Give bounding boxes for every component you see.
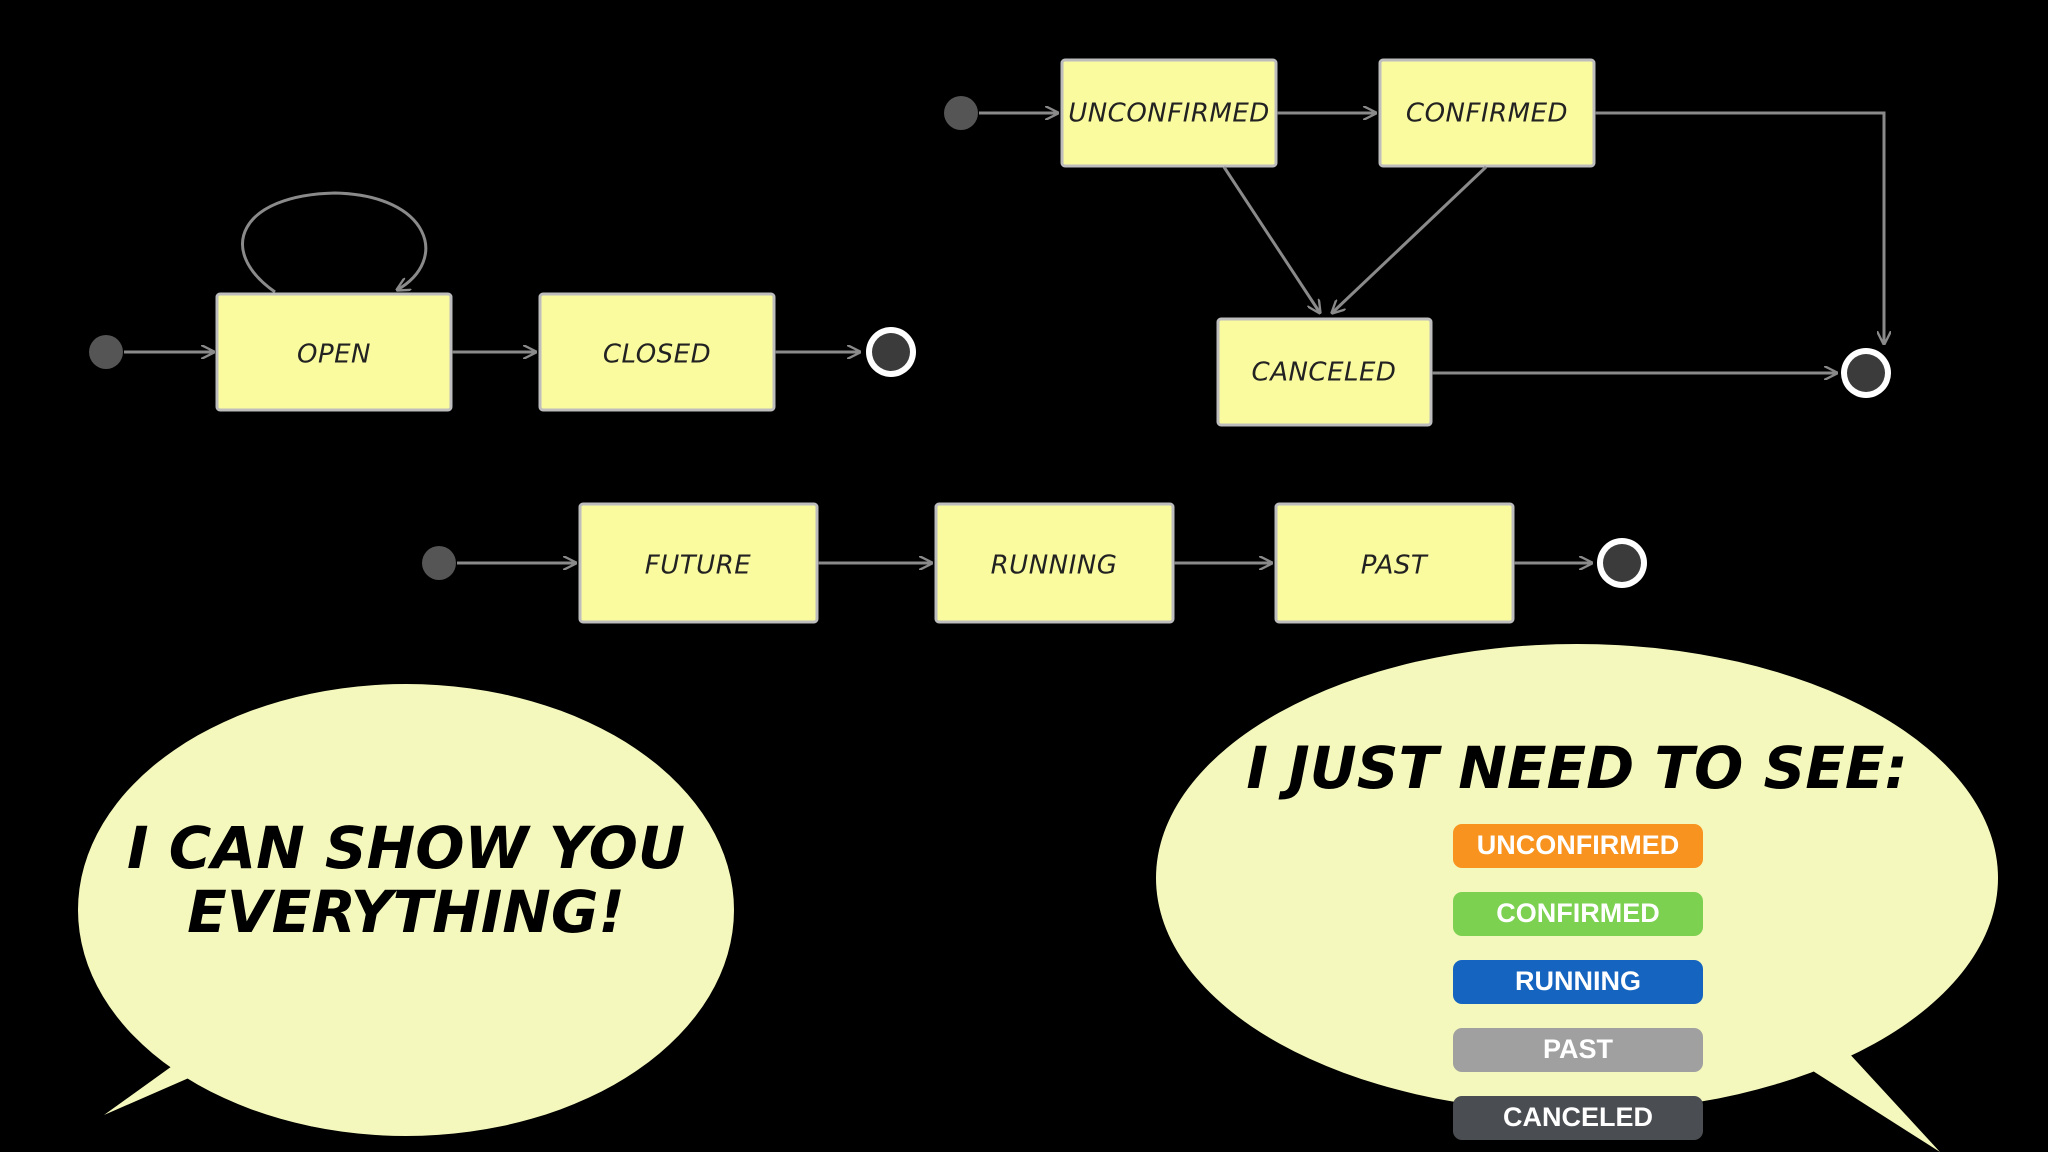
badge-past-bg xyxy=(1453,1028,1703,1072)
diagram-timeline: FUTURE RUNNING PAST xyxy=(422,502,1647,624)
initial-state-dot xyxy=(944,96,978,130)
state-running-label: RUNNING xyxy=(991,551,1118,581)
state-confirmed[interactable]: CONFIRMED xyxy=(1378,58,1596,168)
final-state xyxy=(866,327,916,377)
state-running[interactable]: RUNNING xyxy=(934,502,1175,624)
initial-state-dot xyxy=(422,546,456,580)
badge-running-bg xyxy=(1453,960,1703,1004)
status-badge-canceled: CANCELED xyxy=(1453,1096,1703,1140)
edge-open-self-loop xyxy=(241,191,428,294)
state-closed-label: CLOSED xyxy=(603,340,711,370)
badge-canceled-label: CANCELED xyxy=(1503,1102,1653,1132)
diagram-booking: UNCONFIRMED CONFIRMED CANCELED xyxy=(944,58,1891,427)
edge-confirmed-canceled xyxy=(1332,165,1488,313)
bubble-left-line1: I CAN SHOW YOU xyxy=(127,814,685,882)
final-state xyxy=(1841,348,1891,398)
badge-confirmed-label: CONFIRMED xyxy=(1496,898,1660,928)
initial-state-dot xyxy=(89,335,123,369)
state-unconfirmed-label: UNCONFIRMED xyxy=(1068,99,1270,129)
state-canceled[interactable]: CANCELED xyxy=(1216,317,1433,427)
status-badge-past: PAST xyxy=(1453,1028,1703,1072)
state-past-label: PAST xyxy=(1361,551,1429,581)
edge-unconfirmed-canceled xyxy=(1222,166,1320,313)
badge-running-label: RUNNING xyxy=(1515,966,1641,996)
speech-bubble-right: I JUST NEED TO SEE: UNCONFIRMED CONFIRME… xyxy=(1156,644,1998,1152)
bubble-right-title: I JUST NEED TO SEE: xyxy=(1246,734,1907,802)
state-confirmed-label: CONFIRMED xyxy=(1406,99,1568,129)
bubble-left-line2: EVERYTHING! xyxy=(187,878,625,946)
badge-canceled-bg xyxy=(1453,1096,1703,1140)
state-closed[interactable]: CLOSED xyxy=(538,292,776,412)
edge-confirmed-end xyxy=(1595,111,1884,344)
status-badge-unconfirmed: UNCONFIRMED xyxy=(1453,824,1703,868)
state-future-label: FUTURE xyxy=(645,551,751,581)
badge-unconfirmed-label: UNCONFIRMED xyxy=(1477,830,1680,860)
speech-bubble-left: I CAN SHOW YOU EVERYTHING! xyxy=(78,684,734,1136)
status-badge-running: RUNNING xyxy=(1453,960,1703,1004)
final-state xyxy=(1597,538,1647,588)
state-open-label: OPEN xyxy=(297,340,371,370)
state-future[interactable]: FUTURE xyxy=(578,502,819,624)
diagram-open-closed: OPEN CLOSED xyxy=(89,191,916,412)
state-open[interactable]: OPEN xyxy=(215,292,453,412)
state-past[interactable]: PAST xyxy=(1274,502,1515,624)
badge-confirmed-bg xyxy=(1453,892,1703,936)
badge-unconfirmed-bg xyxy=(1453,824,1703,868)
badge-past-label: PAST xyxy=(1543,1034,1614,1064)
status-badge-confirmed: CONFIRMED xyxy=(1453,892,1703,936)
state-unconfirmed[interactable]: UNCONFIRMED xyxy=(1060,58,1278,168)
state-canceled-label: CANCELED xyxy=(1252,358,1397,388)
